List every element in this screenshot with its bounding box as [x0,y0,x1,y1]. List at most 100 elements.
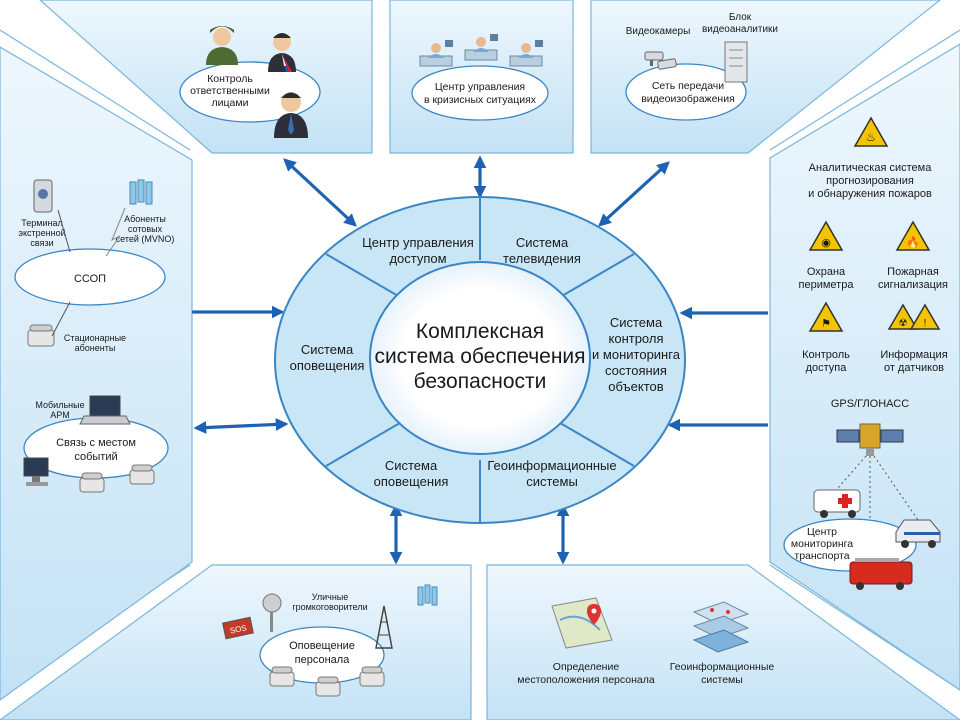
gis-layers-icon [692,601,750,653]
mobile-arm-label-line: Мобильные [35,400,84,410]
svg-text:!: ! [924,318,927,329]
fire-truck-icon [849,558,913,590]
arrow-top-right [598,161,670,227]
segment-gis-line: Геоинформационные [487,458,616,473]
responsible-persons-label-line: лицами [212,97,249,109]
street-speakers-label-line: Уличные [312,592,349,602]
sensors-label-line: Информация [880,349,947,361]
analytics-unit-label-line: видеоаналитики [702,24,778,35]
fire-analytics-label-line: Аналитическая система [809,162,933,174]
personnel-location-label-line: местоположения персонала [517,674,655,686]
event-phone-1-icon [79,472,105,493]
personnel-location-label-line: Определение [553,661,620,673]
personnel-notification-label-line: персонала [295,654,351,666]
access-control-label-line: Контроль [802,349,850,361]
access-control-warning-icon: ⚑ [808,301,844,332]
responsible-persons-label-line: Контроль [207,73,253,85]
ambulance-icon [813,489,861,518]
access-control-label-line: доступа [806,362,848,374]
svg-text:◉: ◉ [821,237,831,249]
mobile-subscribers-label-line: Абоненты [124,214,166,224]
transport-center-label-line: мониторинга [791,538,853,550]
segment-television-line: Система [516,235,569,250]
radio-tower-icon [375,605,393,649]
sos-sign-icon: SOS [222,616,254,640]
operators-workstations-icon [419,34,543,67]
officer-icon [206,26,238,65]
segment-gis-line: системы [526,474,578,489]
svg-text:☢: ☢ [899,318,908,329]
transport-center-label-line: транспорта [794,550,849,562]
crisis-center-label-line: в кризисных ситуациях [424,94,537,106]
desktop-computer-icon [23,457,49,486]
fire-alarm-label-line: Пожарная [887,266,939,278]
video-network-label-line: Сеть передачи [652,80,724,92]
sensors-warning-icon: ☢ ! [887,303,941,330]
businessman-icon [274,92,308,138]
map-location-icon [551,597,613,649]
gis-label-line: системы [701,674,743,686]
panel-bottom-left [0,564,472,720]
mobile-phones-bottom-icon [417,584,438,606]
video-network-label-line: видеоизображения [641,93,735,105]
segment-monitoring-line: объектов [608,379,663,394]
segment-monitoring-line: Система [610,315,663,330]
street-speakers-label-line: громкоговорители [292,602,367,612]
laptop-icon [79,395,131,425]
center-title-line: Комплексная [416,320,544,343]
svg-text:⚑: ⚑ [821,318,831,330]
perimeter-label-line: Охрана [807,266,846,278]
notification-phone-3-icon [359,666,385,687]
personnel-notification-label-line: Оповещение [289,640,355,652]
camera-icon [644,51,677,70]
svg-text:SOS: SOS [229,623,247,635]
ssop-label-line: ССОП [74,273,106,285]
businessman-flag-icon [268,33,296,72]
segment-monitoring-line: и мониторинга [592,347,681,362]
transport-center-label-line: Центр [807,526,837,538]
center-hub [369,261,591,455]
fire-analytics-label-line: и обнаружения пожаров [808,188,932,200]
segment-monitoring-line: состояния [605,363,667,378]
perimeter-warning-icon: ◉ [808,220,844,251]
emergency-terminal-label-line: связи [30,238,53,248]
fire-alarm-warning-icon: 🔥 [895,220,931,251]
desk-phone-icon [27,324,55,347]
gps-label-line: GPS/ГЛОНАСС [831,398,909,410]
crisis-center-label-line: Центр управления [435,81,525,93]
connector-arrows [192,155,768,565]
arrow-left-bottom [193,418,289,434]
segment-access-control-line: Центр управления [362,235,474,250]
satellite-icon [836,423,904,456]
stationary-subscribers-label-line: абоненты [75,343,116,353]
segment-access-control-line: доступом [389,251,446,266]
segment-notification-bottom-line: Система [385,458,438,473]
analytics-unit-label-line: Блок [729,12,752,23]
mobile-arm-label-line: АРМ [50,410,69,420]
mobile-subscribers-label-line: сетей (MVNO) [116,234,175,244]
